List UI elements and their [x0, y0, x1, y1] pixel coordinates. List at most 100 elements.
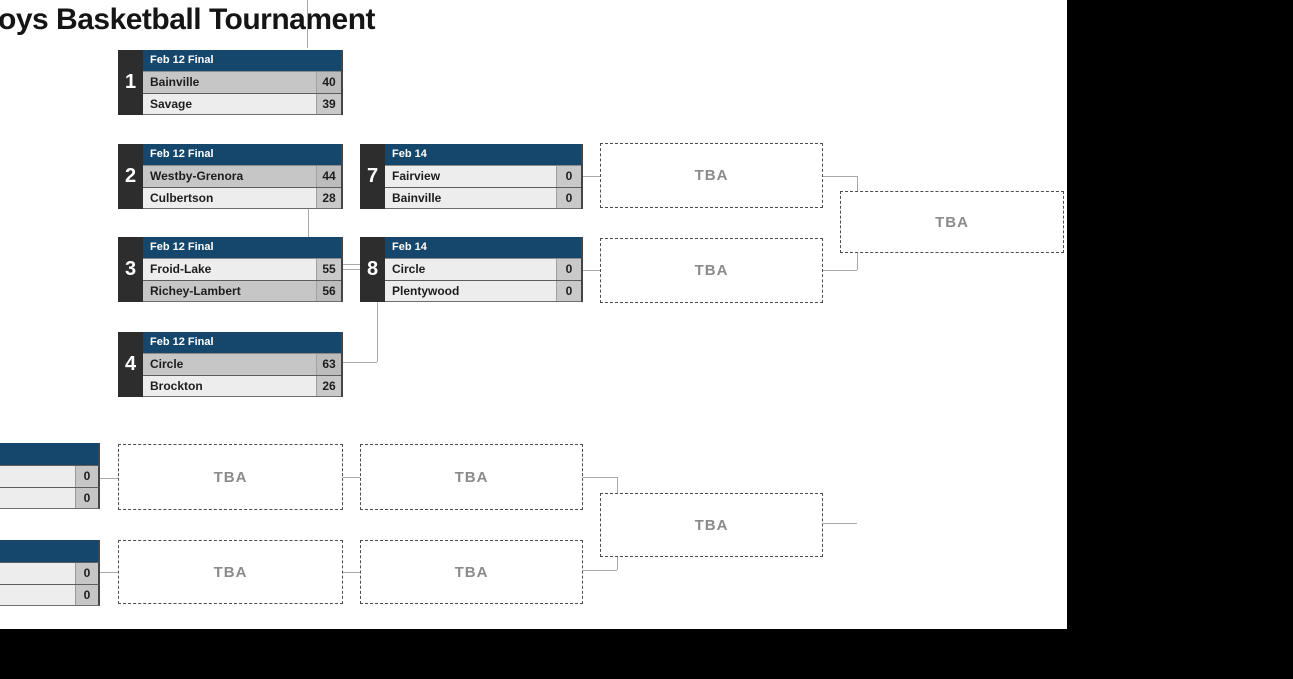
- team-row: 0: [0, 487, 100, 509]
- game-date-header: Feb 14: [385, 237, 581, 258]
- team-name: Savage: [150, 97, 193, 111]
- team-score: 55: [316, 259, 341, 280]
- connector-line: [308, 209, 309, 237]
- team-name: Plentywood: [392, 284, 460, 298]
- tba-label: TBA: [694, 262, 729, 279]
- team-row: 0: [0, 584, 100, 606]
- connector-line: [343, 362, 377, 363]
- game-number: 8: [360, 237, 385, 302]
- connector-line: [100, 478, 118, 479]
- team-name: Culbertson: [150, 191, 214, 205]
- tba-box-consolation-4: TBA: [360, 540, 583, 604]
- connector-line: [583, 270, 600, 271]
- team-score: 26: [316, 376, 341, 396]
- page-title: oys Basketball Tournament: [0, 3, 376, 36]
- team-row: Bainville 40: [143, 71, 341, 93]
- game-number: 2: [118, 144, 143, 209]
- tba-box-consolation-3: TBA: [118, 540, 343, 604]
- connector-line: [857, 176, 858, 191]
- connector-line: [617, 557, 618, 570]
- connector-line: [583, 477, 617, 478]
- game-date-header: Feb 14: [385, 144, 581, 165]
- connector-line: [583, 176, 600, 177]
- team-row: 0: [0, 465, 100, 487]
- game-number: 1: [118, 50, 143, 115]
- tba-label: TBA: [213, 563, 248, 581]
- tba-label: TBA: [694, 167, 729, 184]
- team-name: Circle: [392, 262, 426, 276]
- team-name: Froid-Lake: [150, 262, 212, 276]
- team-row: Bainville 0: [385, 187, 581, 209]
- team-name: Bainville: [150, 75, 200, 89]
- match-game-7: 7 Feb 14 Fairview 0 Bainville 0: [360, 144, 583, 209]
- tba-label: TBA: [454, 468, 489, 486]
- game-date-header: Feb 12 Final: [143, 237, 341, 258]
- connector-line: [343, 572, 360, 573]
- team-row: Savage 39: [143, 93, 341, 115]
- team-score: 63: [316, 354, 341, 375]
- team-score: 0: [556, 166, 581, 187]
- team-name: Brockton: [150, 379, 203, 393]
- team-row: 0: [0, 562, 100, 584]
- match-game-8: 8 Feb 14 Circle 0 Plentywood 0: [360, 237, 583, 302]
- black-panel-bottom: [0, 629, 1293, 679]
- team-row: Fairview 0: [385, 165, 581, 187]
- team-score: 40: [316, 72, 341, 93]
- team-score: 0: [75, 585, 98, 605]
- connector-line: [823, 523, 857, 524]
- match-partial-top: 0 0: [0, 443, 100, 509]
- connector-line: [343, 264, 360, 265]
- game-date-header: [0, 443, 100, 465]
- match-game-4: 4 Feb 12 Final Circle 63 Brockton 26: [118, 332, 343, 397]
- team-score: 0: [556, 281, 581, 301]
- connector-line: [343, 477, 360, 478]
- game-number: 3: [118, 237, 143, 302]
- team-score: 0: [556, 188, 581, 208]
- game-date-header: Feb 12 Final: [143, 50, 341, 71]
- team-score: 0: [75, 488, 98, 508]
- match-game-1: 1 Feb 12 Final Bainville 40 Savage 39: [118, 50, 343, 115]
- tba-box-consolation-final: TBA: [600, 493, 823, 557]
- match-partial-bottom: 0 0: [0, 540, 100, 606]
- team-score: 56: [316, 281, 341, 301]
- connector-line: [823, 176, 857, 177]
- tba-label: TBA: [694, 516, 729, 534]
- tba-box-semifinal-top: TBA: [600, 143, 823, 208]
- team-name: Richey-Lambert: [150, 284, 241, 298]
- game-date-header: Feb 12 Final: [143, 144, 341, 165]
- team-row: Froid-Lake 55: [143, 258, 341, 280]
- black-panel-right: [1067, 0, 1293, 679]
- team-score: 44: [316, 166, 341, 187]
- team-score: 0: [75, 563, 98, 584]
- team-row: Plentywood 0: [385, 280, 581, 302]
- team-row: Culbertson 28: [143, 187, 341, 209]
- team-score: 0: [75, 466, 98, 487]
- team-row: Richey-Lambert 56: [143, 280, 341, 302]
- connector-line: [823, 270, 857, 271]
- connector-line: [583, 570, 617, 571]
- match-game-2: 2 Feb 12 Final Westby-Grenora 44 Culbert…: [118, 144, 343, 209]
- connector-line: [100, 572, 118, 573]
- team-row: Westby-Grenora 44: [143, 165, 341, 187]
- tba-box-final: TBA: [840, 191, 1064, 253]
- connector-line: [377, 302, 378, 362]
- tba-label: TBA: [213, 468, 248, 486]
- game-date-header: Feb 12 Final: [143, 332, 341, 353]
- team-row: Circle 63: [143, 353, 341, 375]
- team-name: Bainville: [392, 191, 442, 205]
- team-score: 28: [316, 188, 341, 208]
- connector-line: [857, 253, 858, 270]
- team-name: Circle: [150, 357, 184, 371]
- team-score: 0: [556, 259, 581, 280]
- team-row: Brockton 26: [143, 375, 341, 397]
- match-game-3: 3 Feb 12 Final Froid-Lake 55 Richey-Lamb…: [118, 237, 343, 302]
- game-number: 4: [118, 332, 143, 397]
- team-name: Westby-Grenora: [150, 169, 244, 183]
- team-row: Circle 0: [385, 258, 581, 280]
- team-score: 39: [316, 94, 341, 114]
- connector-line: [617, 477, 618, 493]
- game-number: 7: [360, 144, 385, 209]
- connector-line: [307, 0, 308, 48]
- game-date-header: [0, 540, 100, 562]
